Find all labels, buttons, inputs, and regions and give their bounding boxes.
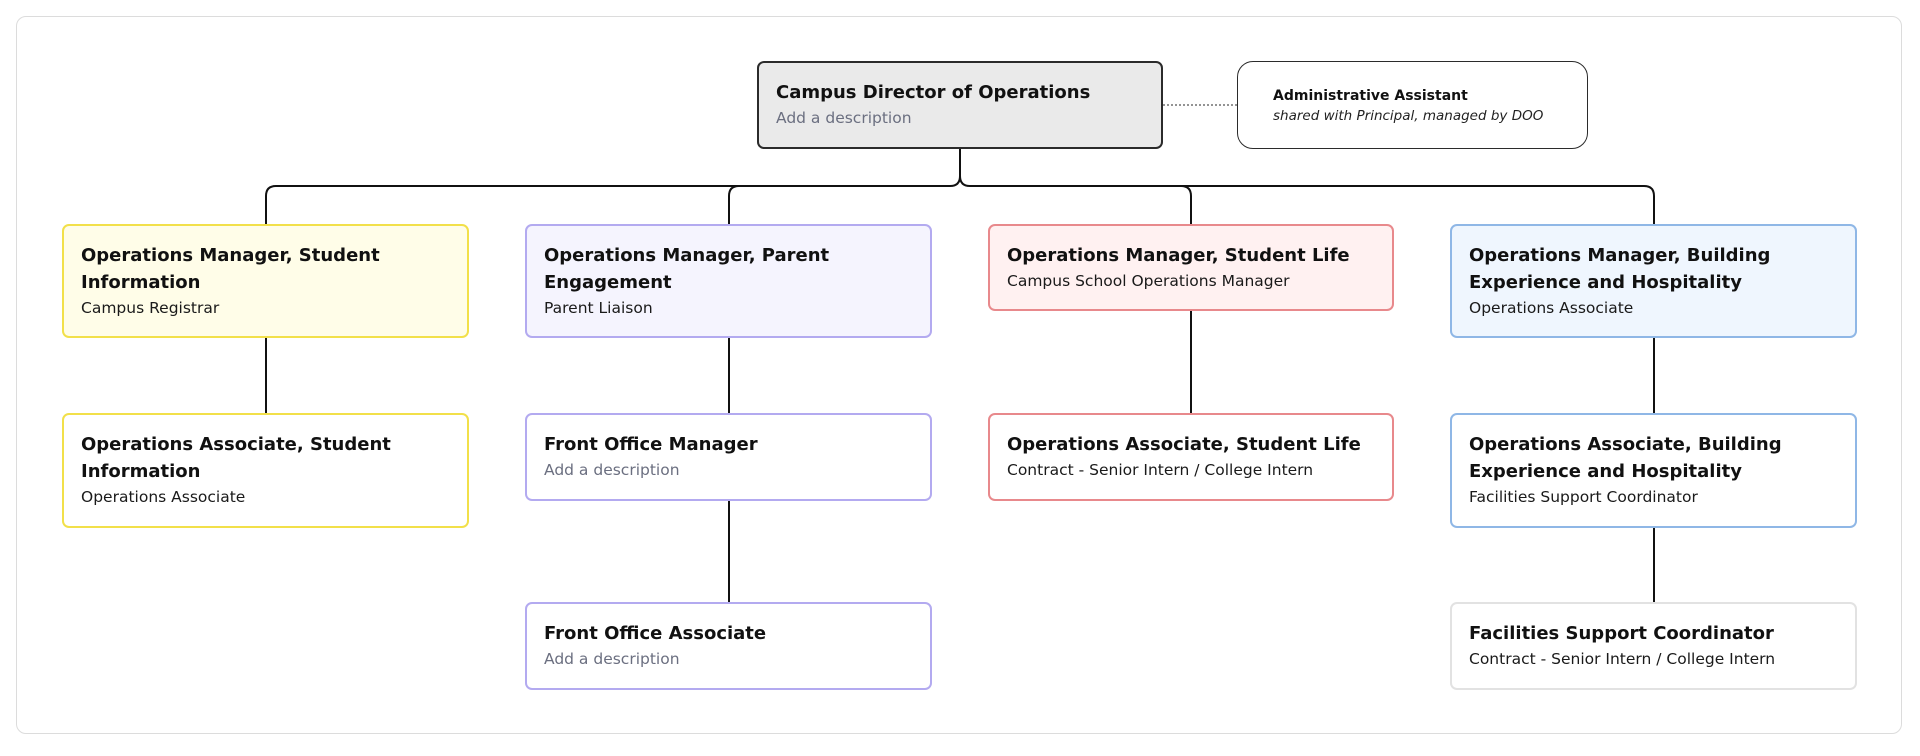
node-description: Facilities Support Coordinator (1469, 488, 1698, 506)
node-title: Front Office Associate (544, 623, 767, 644)
node-title: Operations Associate, Student Informatio… (81, 434, 391, 482)
node-ops-associate-building-experience[interactable]: Operations Associate, Building Experienc… (1450, 413, 1857, 528)
node-title: Campus Director of Operations (776, 82, 1091, 103)
node-ops-associate-student-life[interactable]: Operations Associate, Student Life Contr… (988, 413, 1394, 501)
node-title: Operations Manager, Student Life (1007, 245, 1350, 266)
node-front-office-associate[interactable]: Front Office Associate Add a description (525, 602, 932, 690)
node-ops-manager-student-life[interactable]: Operations Manager, Student Life Campus … (988, 224, 1394, 311)
assistant-note: shared with Principal, managed by DOO (1273, 108, 1544, 124)
node-description: Campus School Operations Manager (1007, 272, 1290, 290)
node-description: Add a description (776, 109, 912, 127)
node-ops-manager-building-experience[interactable]: Operations Manager, Building Experience … (1450, 224, 1857, 338)
node-administrative-assistant[interactable]: Administrative Assistant shared with Pri… (1237, 61, 1588, 149)
node-title: Operations Manager, Student Information (81, 245, 380, 293)
node-title: Operations Manager, Parent Engagement (544, 245, 830, 293)
node-ops-associate-student-information[interactable]: Operations Associate, Student Informatio… (62, 413, 469, 528)
node-front-office-manager[interactable]: Front Office Manager Add a description (525, 413, 932, 501)
node-description: Operations Associate (1469, 299, 1634, 317)
node-title: Operations Associate, Building Experienc… (1469, 434, 1782, 482)
assistant-title: Administrative Assistant (1273, 88, 1468, 104)
node-description: Operations Associate (81, 488, 246, 506)
node-title: Operations Associate, Student Life (1007, 434, 1361, 455)
node-ops-manager-parent-engagement[interactable]: Operations Manager, Parent Engagement Pa… (525, 224, 932, 338)
node-ops-manager-student-information[interactable]: Operations Manager, Student Information … (62, 224, 469, 338)
node-description: Contract - Senior Intern / College Inter… (1007, 461, 1314, 479)
node-description: Campus Registrar (81, 299, 220, 317)
node-description: Add a description (544, 461, 680, 479)
node-title: Front Office Manager (544, 434, 758, 455)
node-facilities-support-coordinator[interactable]: Facilities Support Coordinator Contract … (1450, 602, 1857, 690)
node-title: Operations Manager, Building Experience … (1469, 245, 1771, 293)
node-description: Contract - Senior Intern / College Inter… (1469, 650, 1776, 668)
node-description: Add a description (544, 650, 680, 668)
node-title: Facilities Support Coordinator (1469, 623, 1774, 644)
node-description: Parent Liaison (544, 299, 653, 317)
node-campus-director[interactable]: Campus Director of Operations Add a desc… (757, 61, 1163, 149)
